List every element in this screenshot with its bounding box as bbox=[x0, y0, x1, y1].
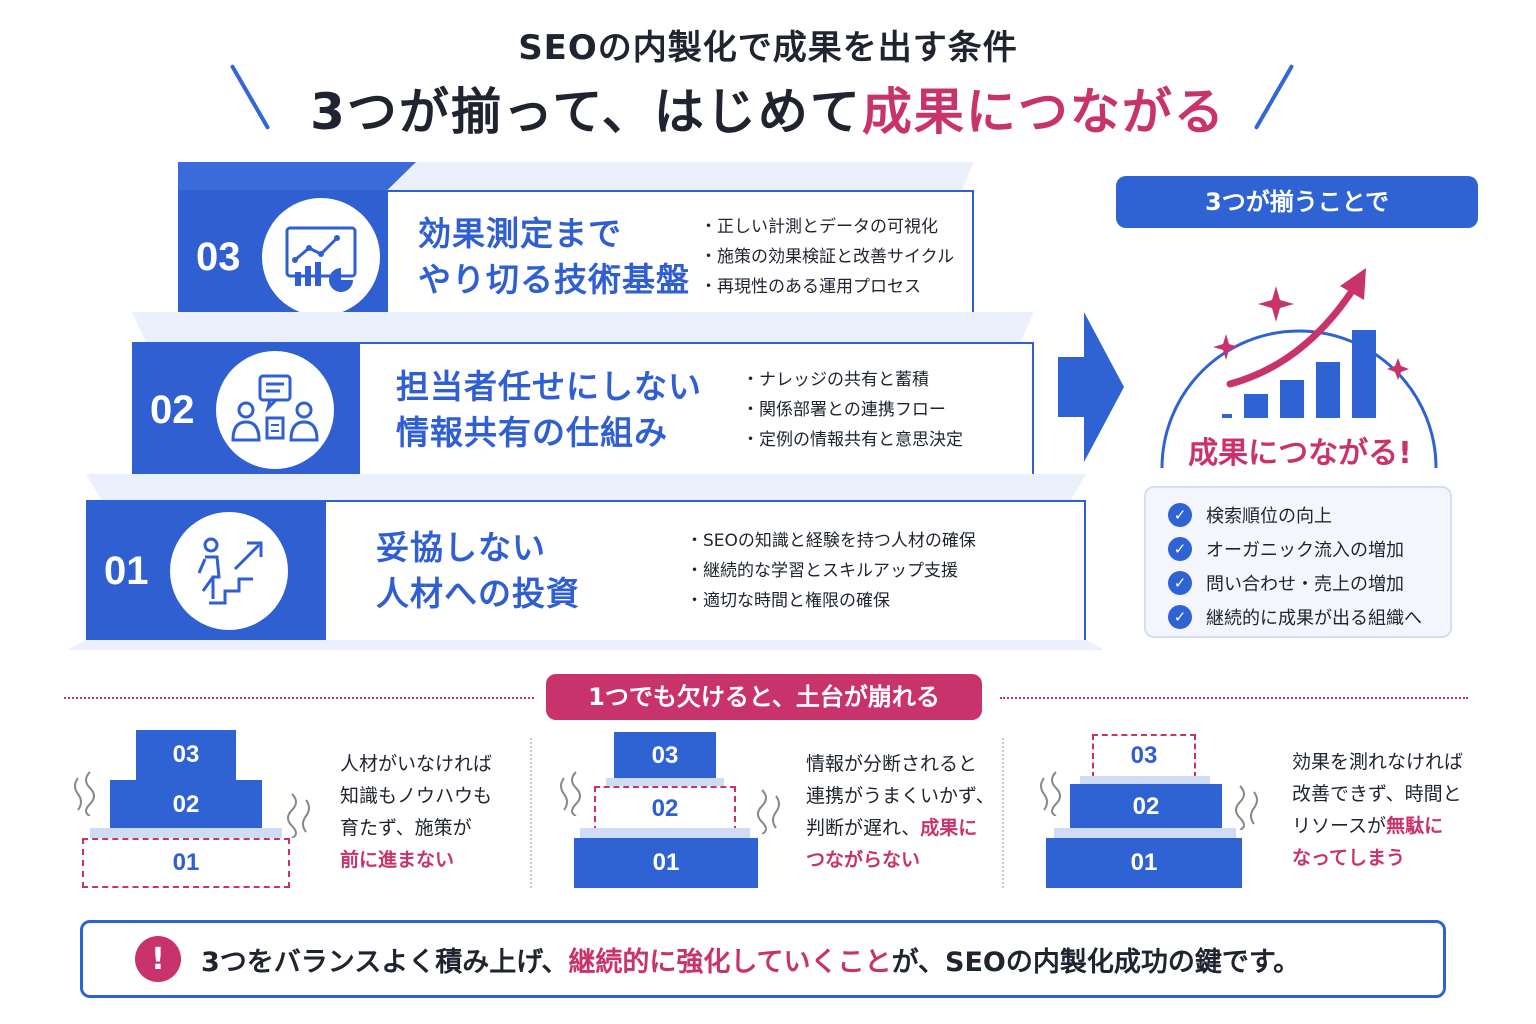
check-icon: ✓ bbox=[1168, 503, 1192, 527]
stack-block-03-missing: 03 bbox=[1092, 734, 1196, 778]
exclamation-icon: ! bbox=[135, 936, 181, 982]
shake-lines-icon bbox=[1235, 785, 1258, 830]
shake-lines-icon bbox=[287, 793, 310, 838]
stack-block-03: 03 bbox=[614, 732, 716, 780]
tier-title-line1: 担当者任せにしない bbox=[396, 367, 702, 406]
key-message-banner: ! 3つをバランスよく積み上げ、継続的に強化していくことが、SEOの内製化成功の… bbox=[80, 920, 1446, 998]
shake-lines-icon bbox=[1040, 771, 1061, 816]
stack-ledge bbox=[90, 828, 282, 838]
result-item: ✓検索順位の向上 bbox=[1168, 498, 1450, 532]
tier-bullet: ・施策の効果検証と改善サイクル bbox=[700, 247, 955, 267]
tier-number: 02 bbox=[150, 387, 195, 432]
stack-ledge bbox=[1054, 828, 1236, 838]
result-list: ✓検索順位の向上 ✓オーガニック流入の増加 ✓問い合わせ・売上の増加 ✓継続的に… bbox=[1144, 486, 1452, 638]
warning-pill: 1つでも欠けると、土台が崩れる bbox=[546, 674, 982, 720]
banner-text: 3つをバランスよく積み上げ、継続的に強化していくことが、SEOの内製化成功の鍵で… bbox=[201, 946, 1301, 978]
person-climbing-stairs-icon bbox=[170, 512, 288, 630]
tier-bullet: ・継続的な学習とスキルアップ支援 bbox=[686, 561, 958, 581]
case-description: 人材がいなければ 知識もノウハウも 育たず、施策が 前に進まない bbox=[340, 753, 493, 871]
case-description: 情報が分断されると 連携がうまくいかず、 判断が遅れ、成果に つながらない bbox=[806, 753, 995, 871]
headline-main: 3つが揃って、はじめて bbox=[310, 83, 862, 141]
result-item: ✓問い合わせ・売上の増加 bbox=[1168, 566, 1450, 600]
tier-title-line1: 効果測定まで bbox=[418, 214, 622, 253]
tier-title-line2: 情報共有の仕組み bbox=[396, 413, 668, 452]
result-item: ✓継続的に成果が出る組織へ bbox=[1168, 600, 1450, 634]
shake-lines-icon bbox=[757, 789, 780, 834]
check-icon: ✓ bbox=[1168, 571, 1192, 595]
column-divider bbox=[1002, 738, 1004, 888]
result-caption: 成果につながる! bbox=[1188, 436, 1412, 471]
tier-bullet: ・関係部署との連携フロー bbox=[742, 400, 946, 420]
stack-block-02: 02 bbox=[110, 780, 262, 830]
stack-ledge bbox=[1080, 776, 1210, 784]
right-dotted-line bbox=[1000, 697, 1468, 699]
subtitle: SEOの内製化で成果を出す条件 bbox=[518, 28, 1018, 68]
chart-analytics-icon bbox=[262, 198, 380, 316]
stack-block-02: 02 bbox=[1070, 784, 1222, 830]
headline-accent: 成果につながる bbox=[861, 83, 1226, 141]
check-icon: ✓ bbox=[1168, 605, 1192, 629]
case-description: 効果を測れなければ 改善できず、時間と リソースが無駄に なってしまう bbox=[1292, 751, 1464, 869]
column-divider bbox=[530, 738, 532, 888]
tier-bullet: ・定例の情報共有と意思決定 bbox=[742, 430, 963, 450]
stack-block-02-missing: 02 bbox=[594, 786, 736, 832]
result-pill: 3つが揃うことで bbox=[1116, 176, 1478, 228]
tier-number: 01 bbox=[104, 548, 149, 593]
tier-title-line2: 人材への投資 bbox=[376, 574, 580, 613]
team-sharing-icon bbox=[216, 351, 334, 469]
left-dotted-line bbox=[64, 697, 534, 699]
result-item: ✓オーガニック流入の増加 bbox=[1168, 532, 1450, 566]
tier-title-line2: やり切る技術基盤 bbox=[418, 260, 690, 299]
tier-bullet: ・SEOの知識と経験を持つ人材の確保 bbox=[686, 531, 976, 551]
tier-number: 03 bbox=[196, 234, 241, 279]
stack-block-01: 01 bbox=[1046, 838, 1242, 888]
shake-lines-icon bbox=[560, 771, 581, 816]
tier-bullet: ・ナレッジの共有と蓄積 bbox=[742, 370, 929, 390]
stack-block-03: 03 bbox=[136, 730, 236, 780]
check-icon: ✓ bbox=[1168, 537, 1192, 561]
tier-bullet: ・再現性のある運用プロセス bbox=[700, 277, 921, 297]
tier-bullet: ・適切な時間と権限の確保 bbox=[686, 591, 890, 611]
tier-title-line1: 妥協しない bbox=[376, 528, 546, 567]
tier-01: 01 妥協しない 人材への投資 ・SEOの知識と経験を持つ人材の確保 ・継続的な… bbox=[68, 474, 1104, 650]
stack-ledge bbox=[606, 778, 724, 786]
stack-ledge bbox=[580, 828, 750, 838]
right-arrow-icon bbox=[1058, 312, 1124, 462]
growth-chart-icon bbox=[1160, 268, 1438, 468]
headline: 3つが揃って、はじめて成果につながる bbox=[0, 72, 1536, 144]
stack-block-01-missing: 01 bbox=[82, 838, 290, 888]
shake-lines-icon bbox=[74, 771, 95, 816]
tier-bullet: ・正しい計測とデータの可視化 bbox=[700, 217, 938, 237]
stack-block-01: 01 bbox=[574, 838, 758, 888]
tier-02: 02 担当者任せにしない 情報共有の仕組み bbox=[132, 312, 1034, 478]
tier-03: 03 効果測定まで やり切る技術基盤 ・正しい計測とデータの可視化 ・施 bbox=[178, 162, 974, 324]
